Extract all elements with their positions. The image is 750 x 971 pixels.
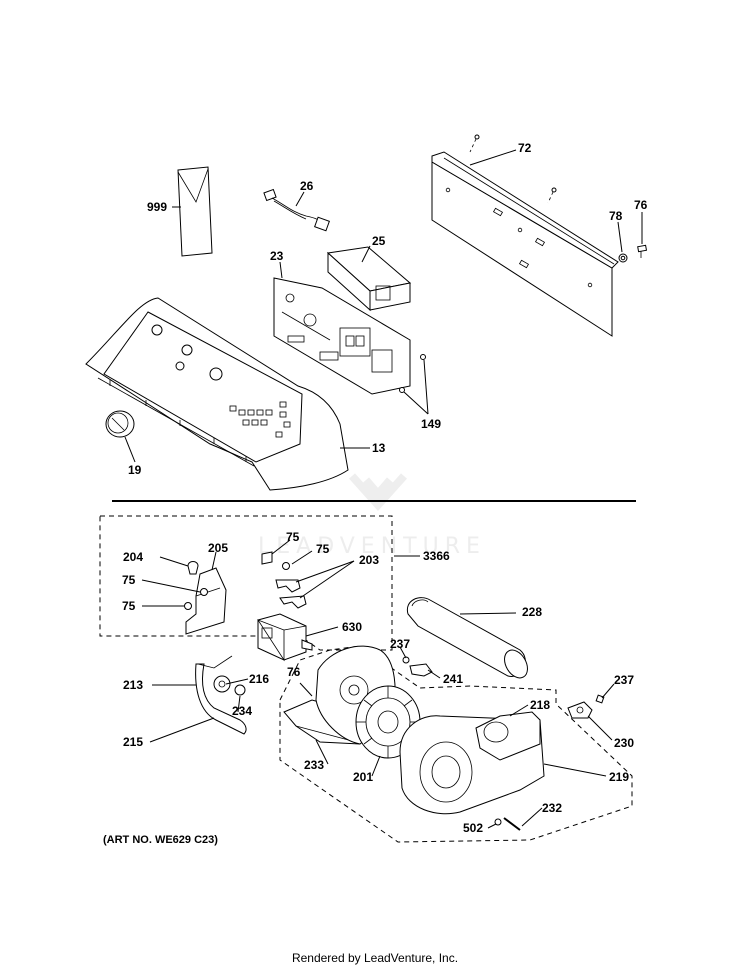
part-19-knob[interactable]	[105, 410, 135, 438]
watermark-logo	[349, 473, 407, 511]
label-72: 72	[518, 141, 532, 155]
art-number: (ART NO. WE629 C23)	[103, 834, 218, 846]
label-76-bottom: 76	[287, 665, 301, 679]
part-630-motor[interactable]	[256, 613, 313, 662]
part-23-control-board[interactable]	[273, 277, 411, 395]
label-218: 218	[530, 698, 550, 712]
label-75-a: 75	[122, 573, 136, 587]
part-25-module[interactable]	[326, 246, 412, 312]
label-149: 149	[421, 417, 441, 431]
label-237-a: 237	[390, 637, 410, 651]
label-233: 233	[304, 758, 324, 772]
label-78: 78	[609, 209, 623, 223]
part-75-screw-left[interactable]	[184, 588, 208, 610]
label-201: 201	[353, 770, 373, 784]
part-204-clip[interactable]	[187, 561, 199, 575]
label-232: 232	[542, 801, 562, 815]
part-149-clips[interactable]	[399, 354, 426, 393]
callout-labels: 999 26 72 76 78 23 25 149 13 19 204 205 …	[103, 141, 648, 846]
label-241: 241	[443, 672, 463, 686]
footer-credit: Rendered by LeadVenture, Inc.	[291, 951, 459, 965]
part-232-bolt[interactable]	[503, 817, 521, 831]
part-218-heater[interactable]	[475, 711, 541, 761]
label-219: 219	[609, 770, 629, 784]
leader-lines-upper	[124, 149, 643, 463]
part-213-idler-arm[interactable]	[197, 655, 233, 693]
part-78-washer[interactable]	[618, 253, 628, 263]
label-234: 234	[232, 704, 252, 718]
label-999: 999	[147, 200, 167, 214]
label-23: 23	[270, 249, 284, 263]
label-19: 19	[128, 463, 142, 477]
label-204: 204	[123, 550, 143, 564]
part-205-bracket[interactable]	[185, 567, 227, 635]
label-230: 230	[614, 736, 634, 750]
label-75-d: 75	[316, 542, 330, 556]
label-502: 502	[463, 821, 483, 835]
label-25: 25	[372, 234, 386, 248]
part-72-backsplash-panel[interactable]	[431, 134, 619, 337]
label-76-top: 76	[634, 198, 648, 212]
part-228-duct[interactable]	[406, 597, 532, 682]
label-75-c: 75	[286, 530, 300, 544]
leader-lines-lower	[141, 539, 615, 829]
label-13: 13	[372, 441, 386, 455]
label-203: 203	[359, 553, 379, 567]
part-237-screw-right[interactable]	[595, 694, 605, 704]
part-502-screw[interactable]	[494, 818, 502, 826]
label-215: 215	[123, 735, 143, 749]
label-213: 213	[123, 678, 143, 692]
part-241-sensor[interactable]	[409, 663, 433, 677]
part-26-harness[interactable]	[263, 188, 330, 232]
watermark-text: LEADVENTURE	[258, 534, 486, 559]
part-230-thermostat[interactable]	[567, 701, 593, 719]
part-234-pulley[interactable]	[234, 684, 246, 696]
label-205: 205	[208, 541, 228, 555]
part-13-control-console[interactable]	[85, 297, 349, 491]
part-999-literature[interactable]	[177, 166, 213, 257]
label-3366: 3366	[423, 549, 450, 563]
part-75-screw-right[interactable]	[261, 551, 290, 570]
part-215-belt[interactable]	[195, 663, 247, 735]
label-75-b: 75	[122, 599, 136, 613]
part-203-clips[interactable]	[275, 579, 307, 609]
label-26: 26	[300, 179, 314, 193]
label-630: 630	[342, 620, 362, 634]
part-76-screw[interactable]	[637, 244, 648, 258]
label-228: 228	[522, 605, 542, 619]
blower-assembly-outline	[279, 645, 633, 843]
label-216: 216	[249, 672, 269, 686]
label-237-b: 237	[614, 673, 634, 687]
